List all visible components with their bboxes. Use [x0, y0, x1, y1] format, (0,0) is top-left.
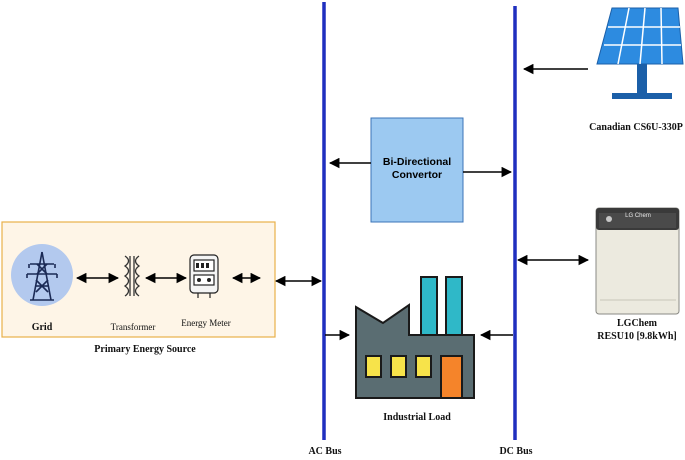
grid-label: Grid: [31, 322, 53, 333]
converter-label-line1: Bi-Directional: [382, 156, 452, 168]
battery-brand-label: LG Chem: [625, 213, 651, 219]
transformer-icon: [123, 255, 141, 297]
converter-label: Bi-Directional Convertor: [371, 156, 463, 182]
battery-label-line1: LGChem: [617, 318, 657, 329]
converter-label-line2: Convertor: [391, 169, 443, 181]
energy-meter-label: Energy Meter: [181, 318, 231, 328]
battery-label-line2: RESU10 [9.8kWh]: [597, 331, 677, 342]
solar-panel-icon: [596, 7, 684, 99]
ac-bus-label: AC Bus: [308, 446, 342, 457]
solar-panel-label: Canadian CS6U-330P: [589, 122, 683, 133]
grid-tower-icon: [11, 244, 73, 306]
energy-meter-icon: [189, 254, 219, 298]
transformer-label: Transformer: [110, 322, 156, 332]
factory-icon: [355, 276, 475, 399]
primary-energy-source-label: Primary Energy Source: [94, 344, 196, 355]
lg-chem-battery-icon: [595, 207, 680, 315]
dc-bus-label: DC Bus: [499, 446, 533, 457]
bi-directional-converter-box: [370, 117, 464, 223]
industrial-load-label: Industrial Load: [383, 412, 451, 423]
